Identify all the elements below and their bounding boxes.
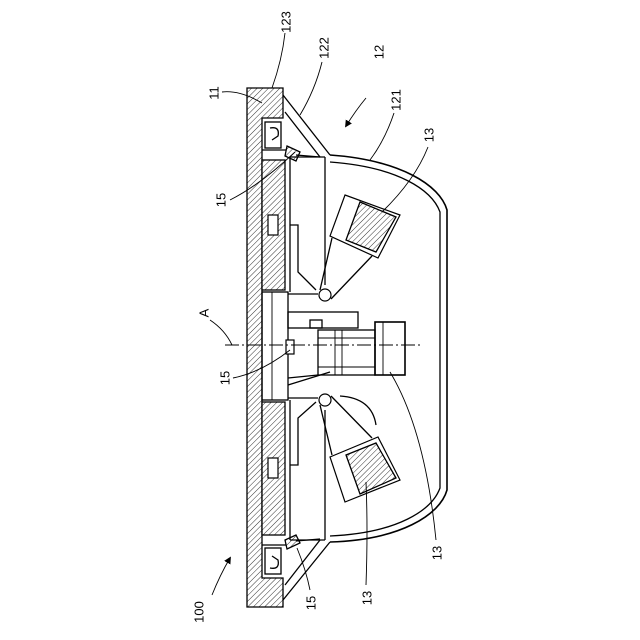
lower-lamp-arm-right [331,396,372,438]
lower-lamp-pivot [319,394,331,406]
upper-hook [270,128,278,140]
lower-lamp-arm-left [320,405,332,455]
leader-13-bottom [366,482,367,585]
label-13-bottom: 13 [359,591,374,605]
label-a: A [196,308,211,317]
upper-heat-sink-notch [268,215,278,235]
lower-heat-sink-notch [268,458,278,478]
upper-lamp-arm-right [331,256,372,299]
center-small-block [310,320,322,328]
leader-122 [300,62,322,115]
label-12: 12 [371,45,386,59]
leader-123 [272,33,285,88]
central-plate [262,292,288,400]
label-13-center: 13 [429,546,444,560]
arrow-100 [212,558,230,595]
arrow-12 [346,98,366,126]
label-121: 121 [388,89,403,111]
lower-hook [270,556,278,568]
upper-lamp-pivot [319,289,331,301]
label-15-bottom: 15 [303,596,318,610]
upper-stepped-bracket [290,225,316,290]
center-module-cap [375,322,405,375]
leader-121 [370,113,394,160]
lower-stepped-bracket [290,402,316,465]
center-upper-bracket [288,312,358,328]
cover-lower-slant-outer [283,542,330,600]
label-123: 123 [278,11,293,33]
lower-clip [285,535,300,549]
label-122: 122 [316,37,331,59]
label-100: 100 [191,601,206,623]
center-lower-slant [288,372,330,385]
label-11: 11 [206,86,221,100]
center-module-body [318,330,375,375]
label-15-middle: 15 [217,371,232,385]
label-15-top: 15 [213,193,228,207]
upper-lamp-arm-left [320,238,332,290]
leader-a [210,320,232,345]
label-13-top: 13 [421,128,436,142]
